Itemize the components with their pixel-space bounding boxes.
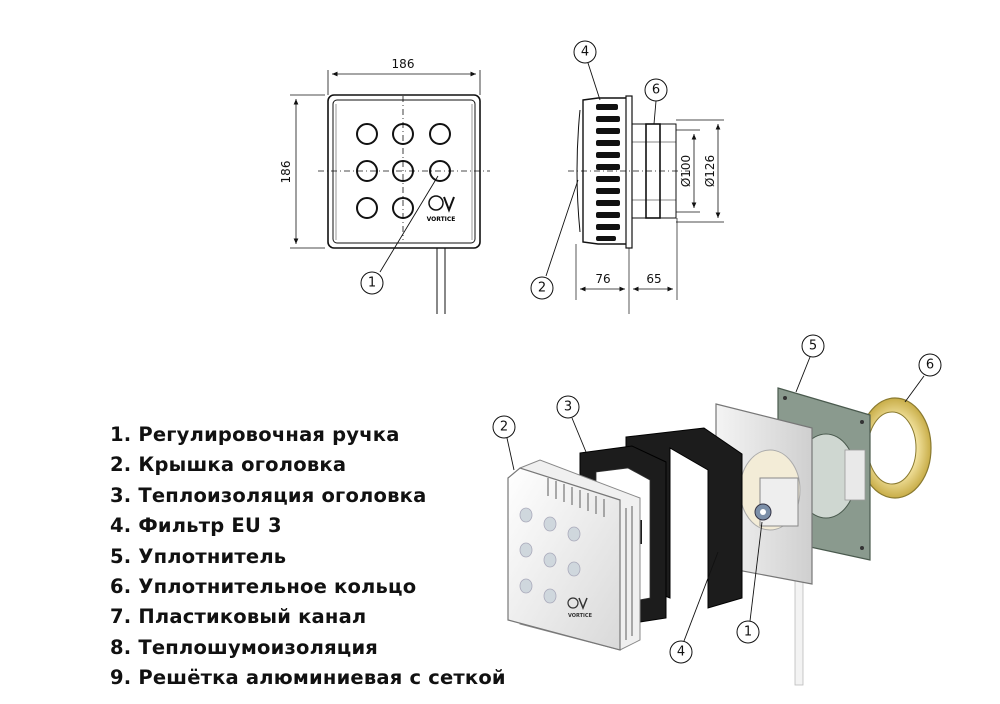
exploded-callout-6 [918,353,942,377]
diameter-outer-label: Ø126 [703,155,717,187]
front-callout-1-label: 1 [368,276,376,291]
legend-item: 7. Пластиковый канал [110,605,367,629]
legend-item: 6. Уплотнительное кольцо [110,575,417,599]
side-callout-4-label: 4 [581,45,589,60]
diameter-inner-label: Ø100 [679,155,693,187]
exploded-callout-1 [736,620,760,644]
exploded-callout-6-label: 6 [926,358,934,373]
width-label: 186 [392,57,415,71]
vortice-logo: VORTICE [427,195,456,223]
cap-brand: VORTICE [568,613,593,619]
extension-label: 65 [646,272,661,286]
exploded-callout-4 [669,640,693,664]
exploded-callout-4-label: 4 [677,645,685,660]
cap-cover: VORTICE [507,459,641,651]
exploded-callout-3-label: 3 [564,400,572,415]
depth-label: 76 [595,272,610,286]
front-view: 186 186 VORTICE 1 [279,57,490,314]
side-callout-6 [644,78,668,102]
side-callout-2 [530,276,554,300]
front-frame [327,94,481,249]
sealing-ring [858,397,932,499]
side-callout-4 [573,40,597,64]
side-fins [596,104,620,241]
front-brand: VORTICE [427,216,456,223]
side-callout-2-label: 2 [538,281,546,296]
legend-item: 9. Решётка алюминиевая с сеткой [110,666,506,690]
height-label: 186 [279,161,293,184]
legend-item: 1. Регулировочная ручка [110,423,400,446]
front-callout-1 [360,271,384,295]
legend-item: 2. Крышка оголовка [110,453,347,477]
legend-item: 8. Теплошумоизоляция [110,635,379,659]
exploded-callout-5 [801,334,825,358]
exploded-callout-5-label: 5 [809,339,817,354]
side-callout-6-label: 6 [652,83,660,98]
legend-item: 3. Теплоизоляция оголовка [110,483,427,507]
exploded-callout-2-label: 2 [500,420,508,435]
exploded-view: VORTICE 2 3 5 6 4 1 [492,334,942,686]
legend-item: 4. Фильтр EU 3 [110,514,282,538]
exploded-callout-1-label: 1 [744,625,752,640]
exploded-callout-3 [556,395,580,419]
hole-grid [356,123,451,219]
side-view: Ø100 Ø126 76 65 4 6 2 [530,40,724,314]
legend-item: 5. Уплотнитель [110,544,287,568]
exploded-callout-2 [492,415,516,439]
parts-legend: 1. Регулировочная ручка 2. Крышка оголов… [110,420,506,694]
